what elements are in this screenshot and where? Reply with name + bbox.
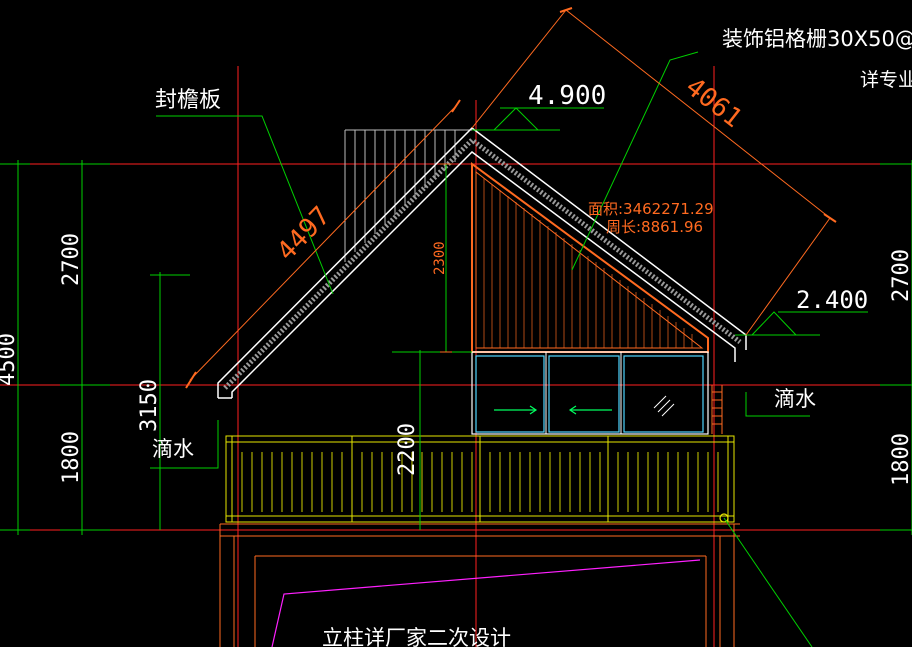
elevation-top: 4.900 — [528, 81, 606, 111]
center-dim-2300: 2300 — [432, 241, 448, 275]
area-label: 面积:3462271.29 — [588, 200, 714, 218]
sliding-doors — [471, 351, 723, 435]
balcony-railing — [225, 435, 735, 523]
right-dim-1800: 1800 — [889, 433, 912, 486]
rear-roof-hatch — [344, 129, 472, 262]
left-dim-1800: 1800 — [59, 431, 84, 484]
drip-label-left: 滴水 — [152, 437, 194, 461]
left-dim-4500: 4500 — [0, 333, 20, 386]
left-dim-2700: 2700 — [59, 233, 84, 286]
aluminium-grille — [471, 162, 709, 353]
grille-label-2: 详专业 — [860, 69, 912, 91]
column-outline — [271, 559, 701, 647]
center-dim-2200: 2200 — [395, 423, 420, 476]
elevation-right: 2.400 — [796, 286, 868, 314]
perimeter-label: 周长:8861.96 — [606, 218, 703, 236]
slope-left-dim: 4497 — [271, 201, 336, 267]
dimension-lines — [0, 51, 912, 647]
slope-dimensions — [185, 7, 837, 389]
column-note: 立柱详厂家二次设计 — [322, 626, 511, 647]
gable-roof — [217, 127, 747, 399]
left-dim-3150: 3150 — [137, 379, 162, 432]
right-dim-2700: 2700 — [889, 249, 912, 302]
fascia-label: 封檐板 — [155, 88, 221, 113]
grille-slats — [483, 178, 693, 348]
drip-label-right: 滴水 — [774, 387, 816, 411]
grille-label: 装饰铝格栅30X50@ — [722, 27, 912, 51]
floor-slab — [219, 523, 740, 647]
